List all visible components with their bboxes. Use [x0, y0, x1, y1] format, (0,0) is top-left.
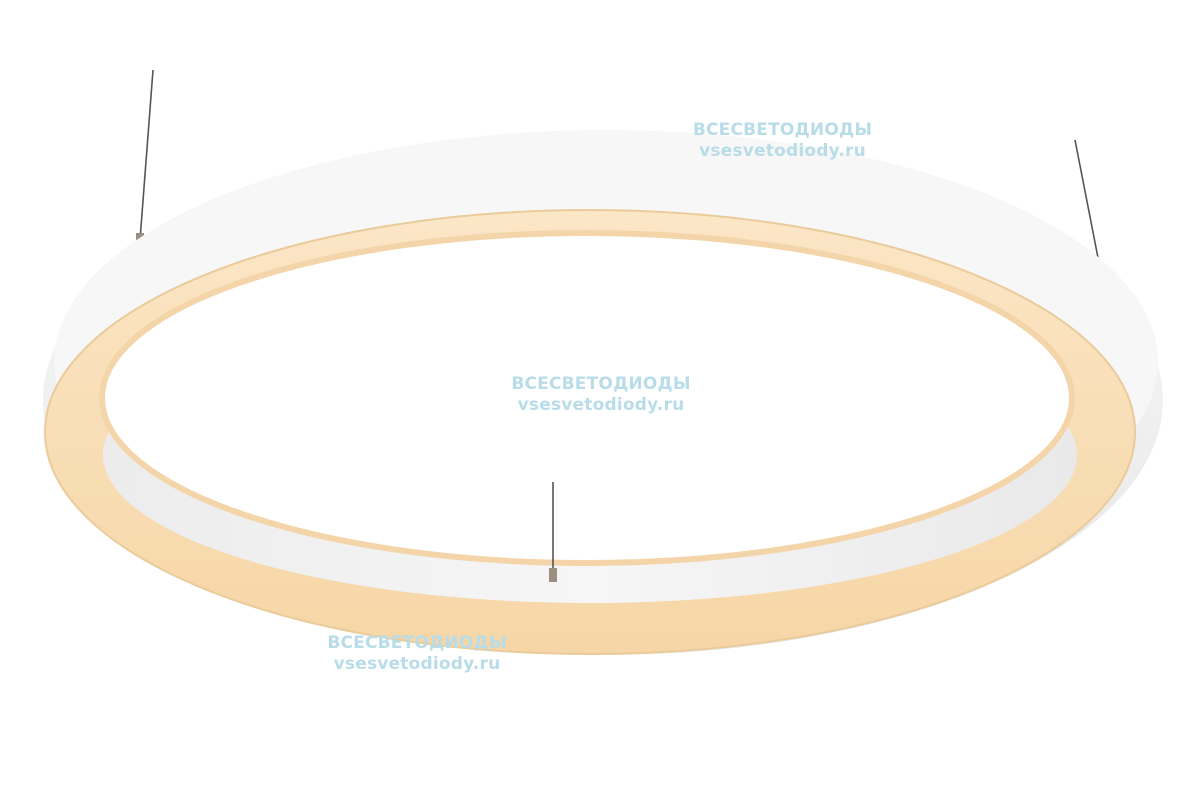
watermark-url: vsesvetodiody.ru — [517, 395, 685, 415]
watermark-title: ВСЕСВЕТОДИОДЫ — [327, 633, 507, 653]
right-suspension-cable — [1074, 139, 1101, 269]
watermark-url: vsesvetodiody.ru — [333, 654, 501, 674]
inner-diffuser-lip — [99, 230, 1075, 566]
watermark-title: ВСЕСВЕТОДИОДЫ — [511, 374, 691, 394]
watermark-url: vsesvetodiody.ru — [699, 141, 866, 161]
left-suspension-cable — [139, 69, 154, 241]
watermark-bottom: ВСЕСВЕТОДИОДЫ vsesvetodiody.ru — [322, 633, 512, 675]
rear-cable-clamp — [549, 568, 557, 582]
ring-opening — [102, 233, 1072, 563]
diffuser-inner-edge — [44, 209, 1136, 655]
watermark-top: ВСЕСВЕТОДИОДЫ vsesvetodiody.ru — [690, 120, 875, 162]
watermark-center: ВСЕСВЕТОДИОДЫ vsesvetodiody.ru — [506, 374, 696, 416]
watermark-title: ВСЕСВЕТОДИОДЫ — [692, 120, 873, 140]
